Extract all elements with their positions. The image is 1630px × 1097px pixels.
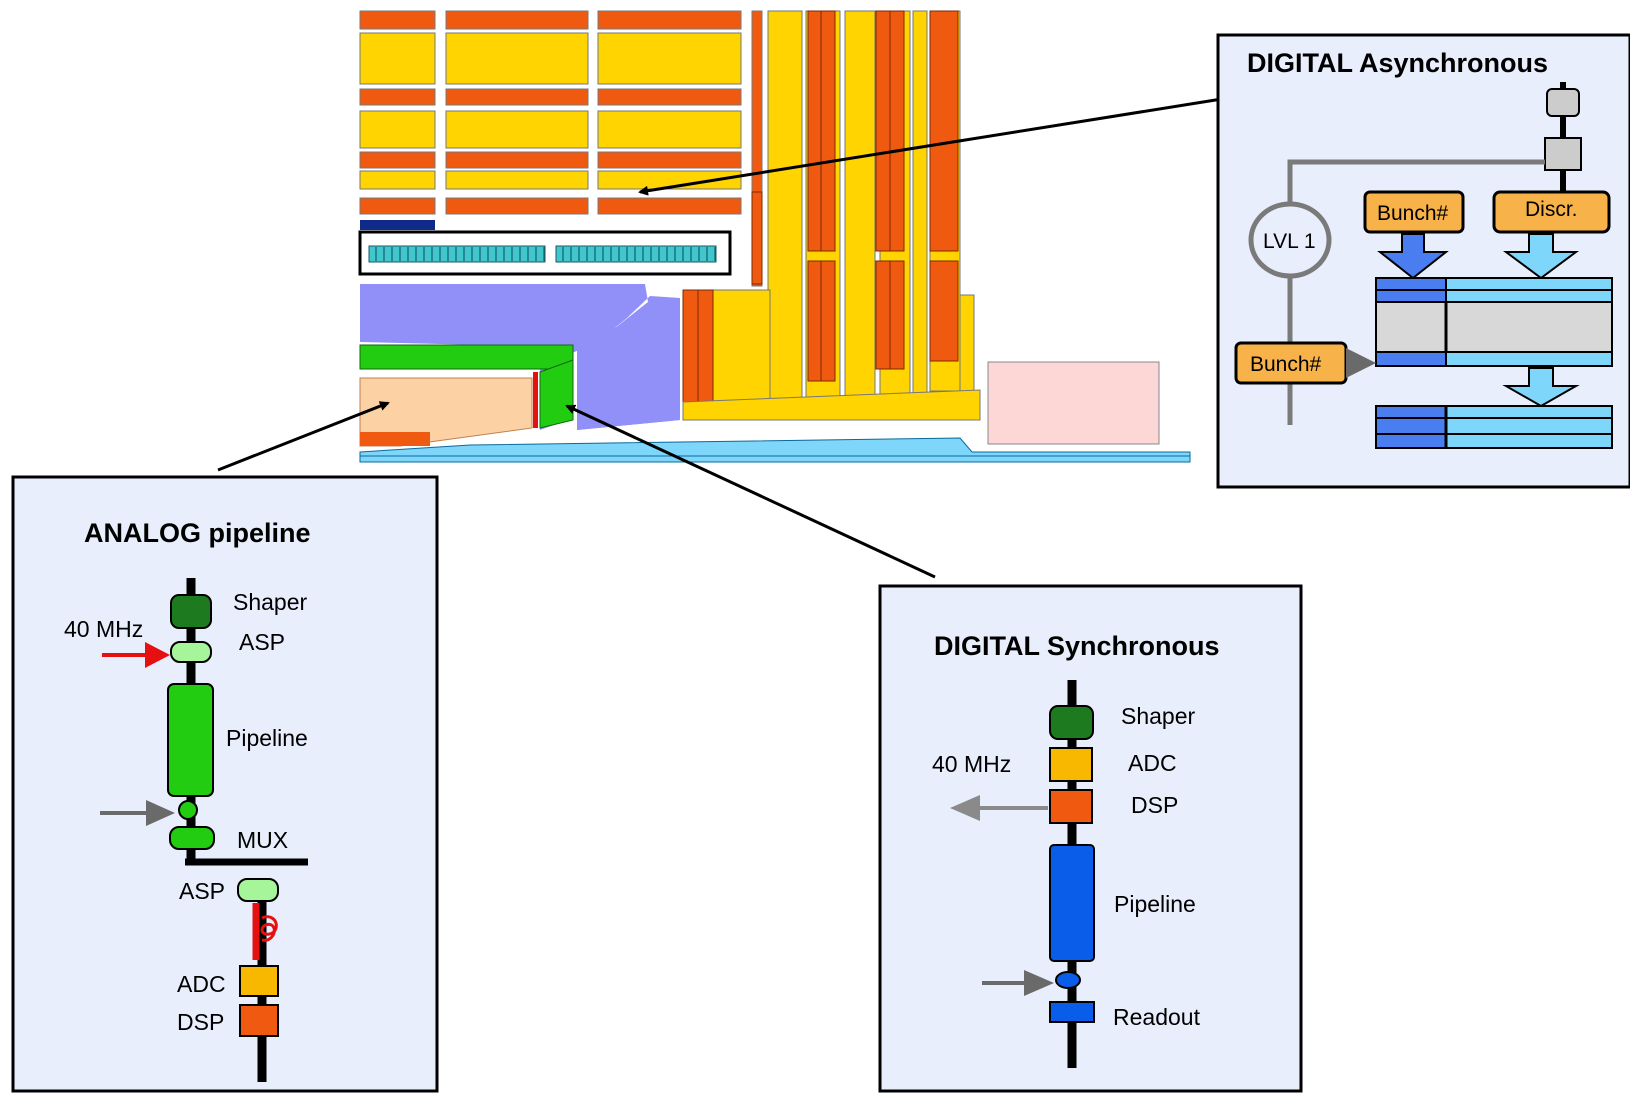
async-title: DIGITAL Asynchronous — [1247, 48, 1548, 78]
sync-sample-arrow — [982, 970, 1054, 996]
sync-pipeline-block — [1049, 844, 1095, 962]
async-arrow — [638, 96, 1229, 196]
sync-shaper-block — [1049, 705, 1094, 740]
digital-asynchronous-panel: DIGITAL Asynchronous LVL 1 Bunch# Discr. — [1216, 33, 1630, 489]
analog-40mhz-arrow — [102, 642, 170, 668]
analog-asp1-label: ASP — [239, 629, 285, 655]
analog-title: ANALOG pipeline — [84, 518, 311, 548]
async-buffer-lower — [1375, 405, 1613, 449]
async-bunch-top-label: Bunch# — [1377, 202, 1449, 225]
async-output-down-arrow — [1502, 367, 1580, 408]
analog-arrow — [217, 401, 390, 472]
analog-adc-block — [239, 965, 279, 997]
connector-arrows — [217, 96, 1229, 579]
sync-readout-label: Readout — [1113, 1004, 1201, 1030]
analog-dsp-label: DSP — [177, 1009, 224, 1035]
tracker-box — [358, 230, 732, 276]
async-buffer-upper — [1375, 277, 1613, 367]
sync-dsp-label: DSP — [1131, 792, 1178, 818]
async-bunch-right-arrow — [1346, 348, 1376, 378]
detector-cross-section — [358, 10, 1191, 463]
sync-adc-label: ADC — [1128, 750, 1177, 776]
analog-adc-label: ADC — [177, 971, 226, 997]
sync-readout-block — [1049, 1001, 1095, 1023]
analog-mux-label: MUX — [237, 827, 288, 853]
analog-asp1-block — [170, 641, 212, 663]
sync-sample-node — [1055, 971, 1081, 989]
analog-pipeline-block — [167, 683, 214, 797]
sync-dsp-out-arrow — [950, 795, 1048, 821]
analog-asp2-label: ASP — [179, 878, 225, 904]
async-bunch-left-label: Bunch# — [1250, 353, 1322, 376]
analog-sample-node — [178, 800, 198, 820]
async-branch-line — [1287, 159, 1545, 425]
sync-40mhz-label: 40 MHz — [932, 751, 1011, 777]
navy-bar — [360, 220, 435, 230]
peach-base-bar — [360, 432, 430, 446]
analog-sample-arrow — [100, 800, 175, 826]
sync-pipeline-label: Pipeline — [1114, 891, 1196, 917]
pink-block — [987, 361, 1160, 445]
async-second-node — [1544, 137, 1582, 171]
sync-dsp-block — [1049, 789, 1093, 824]
barrel-modules — [359, 10, 742, 215]
digital-synchronous-panel: DIGITAL Synchronous Shaper 40 MHz ADC DS… — [878, 584, 1303, 1093]
async-discr-label: Discr. — [1525, 198, 1578, 221]
async-top-node — [1546, 88, 1580, 117]
async-lvl1-label: LVL 1 — [1263, 230, 1316, 253]
async-discr-down-arrow — [1502, 233, 1580, 280]
beamline — [359, 437, 1191, 463]
analog-asp2-block — [237, 878, 279, 902]
analog-shaper-block — [170, 594, 212, 629]
sync-shaper-label: Shaper — [1121, 703, 1196, 729]
analog-dsp-block — [239, 1004, 279, 1037]
async-lvl1-node — [1248, 201, 1332, 279]
async-discr-box — [1492, 190, 1611, 234]
analog-pipeline-panel: ANALOG pipeline Shaper 40 MHz ASP Pipeli… — [11, 475, 439, 1093]
async-bunch-top-box — [1363, 190, 1465, 234]
analog-shaper-label: Shaper — [233, 589, 308, 615]
analog-pipeline-label: Pipeline — [226, 725, 308, 751]
analog-coil-icon — [260, 915, 278, 942]
analog-40mhz-label: 40 MHz — [64, 616, 143, 642]
sync-title: DIGITAL Synchronous — [934, 631, 1220, 661]
green-calorimeter — [359, 344, 574, 429]
async-bunch-down-arrow — [1377, 233, 1449, 280]
sync-arrow — [565, 404, 936, 579]
analog-mux-block — [169, 826, 215, 850]
sync-adc-block — [1049, 747, 1093, 782]
endcap-red-strips — [682, 10, 959, 403]
